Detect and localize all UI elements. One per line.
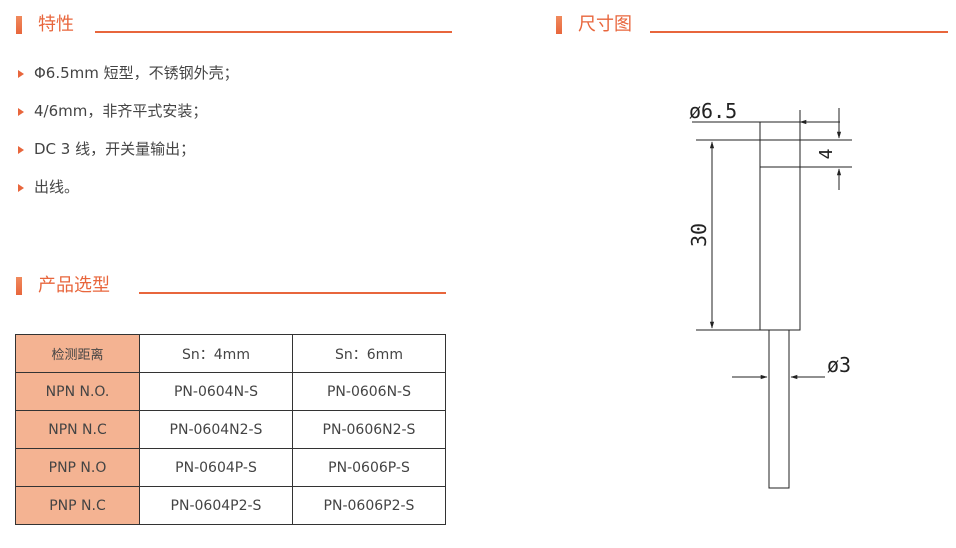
model-cell: PN-0606N-S [292,372,446,411]
sensor-cable [768,329,790,489]
bullet-arrow-icon [18,146,24,154]
selection-title: 产品选型 [38,275,110,296]
output-type-cell: PNP N.O [15,448,140,487]
selection-section-header: 产品选型 [16,274,446,298]
feature-item: 4/6mm，非齐平式安装； [18,98,239,136]
model-cell: PN-0604N-S [139,372,293,411]
section-rule [139,292,446,294]
bullet-arrow-icon [18,184,24,192]
feature-text: 出线。 [34,178,80,196]
feature-text: 4/6mm，非齐平式安装； [34,102,208,120]
section-marker [16,277,22,295]
feature-text: Φ6.5mm 短型，不锈钢外壳； [34,64,239,82]
model-cell: PN-0606P-S [292,448,446,487]
sensor-body [759,139,801,331]
feature-item: Φ6.5mm 短型，不锈钢外壳； [18,60,239,98]
section-rule [95,31,452,33]
output-type-cell: PNP N.C [15,486,140,525]
model-cell: PN-0604N2-S [139,410,293,449]
section-rule [650,31,948,33]
feature-text: DC 3 线，开关量输出； [34,140,196,158]
table-row: NPN N.O. PN-0604N-S PN-0606N-S [15,372,446,411]
output-type-cell: NPN N.C [15,410,140,449]
model-cell: PN-0604P-S [139,448,293,487]
header-cell: 检测距离 [15,334,140,373]
bullet-arrow-icon [18,108,24,116]
selection-table: 检测距离 Sn：4mm Sn：6mm NPN N.O. PN-0604N-S P… [15,334,446,525]
header-cell: Sn：6mm [292,334,446,373]
bullet-arrow-icon [18,70,24,78]
dimension-drawing: ø6.5 4 30 ø3 [687,99,852,489]
table-row: PNP N.C PN-0604P2-S PN-0606P2-S [15,486,446,525]
features-list: Φ6.5mm 短型，不锈钢外壳； 4/6mm，非齐平式安装； DC 3 线，开关… [18,60,239,212]
body-length-label: 30 [687,223,711,247]
features-section-header: 特性 [16,13,452,37]
header-cell: Sn：4mm [139,334,293,373]
model-cell: PN-0606P2-S [292,486,446,525]
feature-item: DC 3 线，开关量输出； [18,136,239,174]
table-header-row: 检测距离 Sn：4mm Sn：6mm [15,334,446,373]
output-type-cell: NPN N.O. [15,372,140,411]
feature-item: 出线。 [18,174,239,212]
features-title: 特性 [38,14,74,35]
table-row: PNP N.O PN-0604P-S PN-0606P-S [15,448,446,487]
model-cell: PN-0604P2-S [139,486,293,525]
section-marker [16,16,22,34]
thread-length-label: 4 [816,149,837,160]
table-row: NPN N.C PN-0604N2-S PN-0606N2-S [15,410,446,449]
model-cell: PN-0606N2-S [292,410,446,449]
diameter-cable-label: ø3 [827,353,851,377]
dimensions-title: 尺寸图 [578,14,632,35]
dimensions-section-header: 尺寸图 [556,13,948,37]
diameter-body-label: ø6.5 [689,99,737,123]
section-marker [556,16,562,34]
